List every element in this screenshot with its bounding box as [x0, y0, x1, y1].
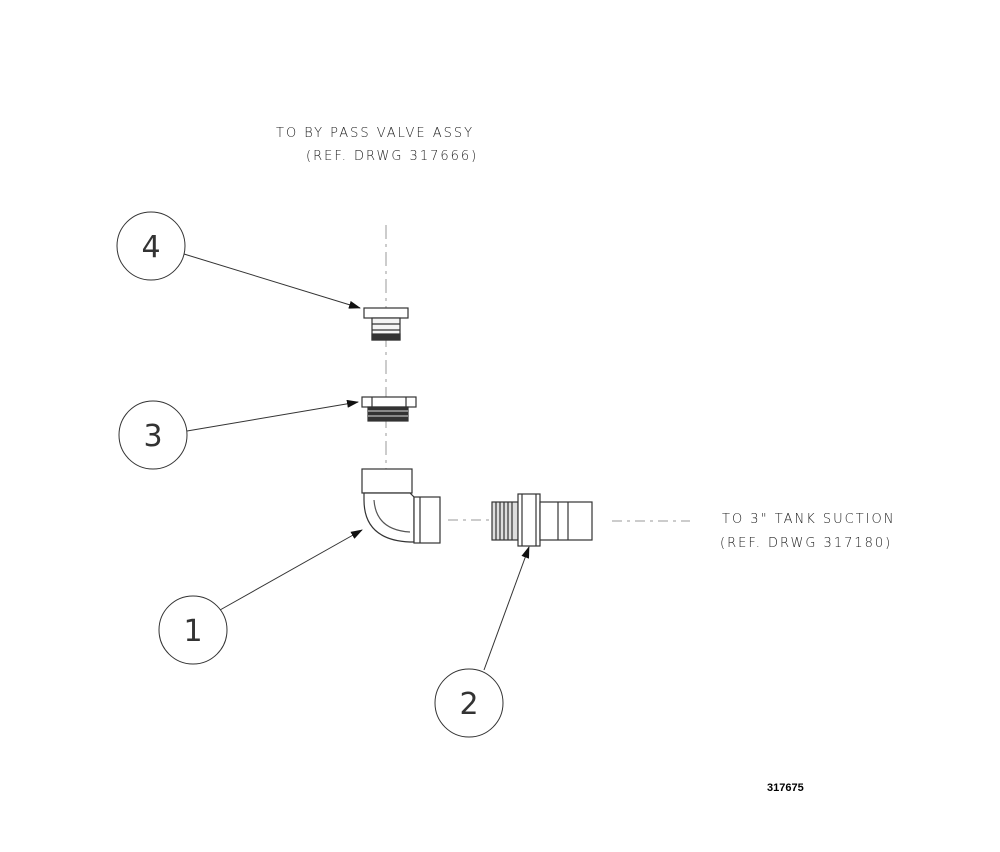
balloon-3: 3 [118, 400, 188, 470]
leader-1 [219, 529, 363, 611]
balloon-4: 4 [116, 211, 186, 281]
bypass-note-line2: (REF. DRWG 317666) [306, 149, 479, 164]
balloon-3-label: 3 [143, 419, 162, 454]
balloon-1: 1 [158, 595, 228, 665]
bypass-note-line1: TO BY PASS VALVE ASSY [276, 126, 475, 141]
part-4-bushing [363, 307, 409, 341]
balloon-2-label: 2 [459, 687, 478, 722]
part-3-adapter [361, 396, 417, 422]
leader-2 [483, 546, 530, 671]
balloon-4-label: 4 [141, 230, 160, 265]
balloon-2: 2 [434, 668, 504, 738]
leader-3 [186, 399, 359, 432]
drawing-number: 317675 [767, 782, 804, 794]
tank-note-line2: (REF. DRWG 317180) [720, 536, 893, 551]
part-1-elbow [361, 468, 441, 544]
balloon-1-label: 1 [183, 614, 202, 649]
part-2-coupling [491, 493, 593, 547]
leader-4 [183, 253, 361, 309]
tank-note-line1: TO 3" TANK SUCTION [722, 512, 896, 527]
